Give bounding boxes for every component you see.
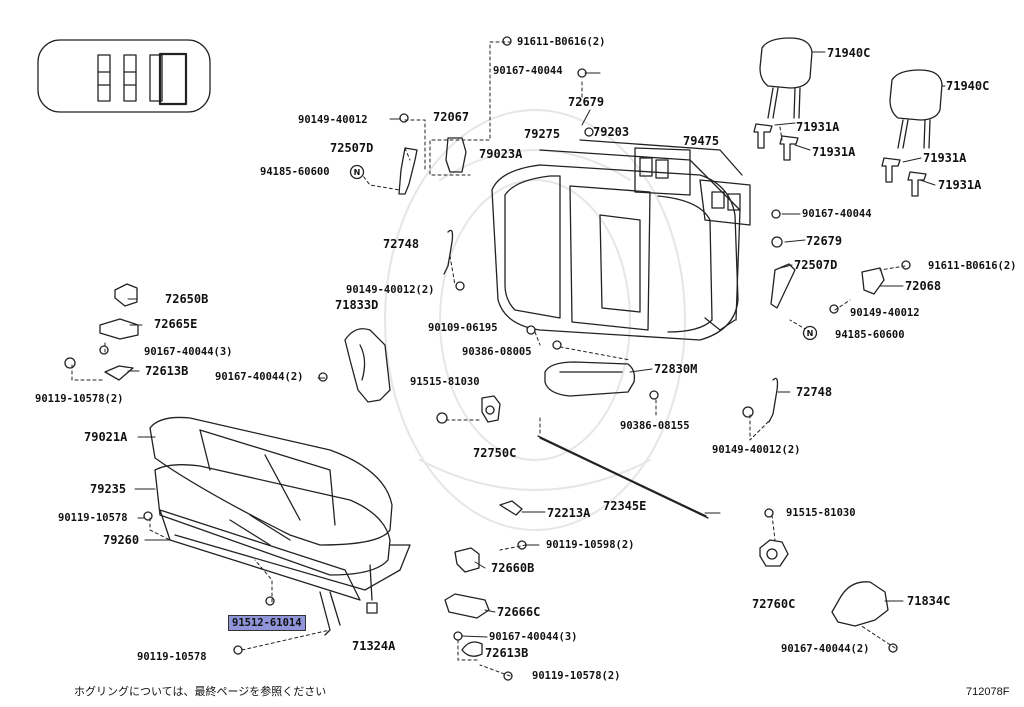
part-label[interactable]: 72679	[806, 234, 843, 248]
part-label[interactable]: 94185-60600	[835, 329, 905, 341]
fasteners	[64, 36, 911, 681]
image-code: 712078F	[966, 686, 1010, 698]
seat-back-assembly	[491, 139, 751, 341]
part-label[interactable]: 90386-08155	[620, 420, 690, 432]
part-label[interactable]: 90149-40012(2)	[346, 284, 435, 296]
part-label[interactable]: 79475	[683, 134, 720, 148]
part-label[interactable]: 72660B	[491, 561, 535, 575]
part-label[interactable]: 72507D	[330, 141, 374, 155]
brackets	[99, 137, 885, 657]
part-label[interactable]: 71931A	[923, 151, 967, 165]
part-label[interactable]: 90149-40012(2)	[712, 444, 801, 456]
part-label[interactable]: 72345E	[603, 499, 647, 513]
n-nut-label-a: N	[354, 168, 361, 177]
part-label[interactable]: 72213A	[547, 506, 591, 520]
part-label[interactable]: 71931A	[796, 120, 840, 134]
part-label[interactable]: 90167-40044(2)	[781, 643, 870, 655]
leader-lines	[127, 51, 946, 638]
part-label[interactable]: 72679	[568, 95, 605, 109]
part-label[interactable]: 91611-B0616(2)	[517, 36, 606, 48]
part-label[interactable]: 91611-B0616(2)	[928, 260, 1017, 272]
part-label[interactable]: 71940C	[827, 46, 871, 60]
part-label[interactable]: 90119-10578(2)	[35, 393, 124, 405]
part-label[interactable]: 72748	[796, 385, 833, 399]
part-label[interactable]: 90109-06195	[428, 322, 498, 334]
part-label[interactable]: 90149-40012	[298, 114, 368, 126]
part-label[interactable]: 79023A	[479, 147, 523, 161]
part-label[interactable]: 72760C	[752, 597, 796, 611]
seat-layout-icon	[37, 39, 211, 113]
part-label[interactable]: 90167-40044	[802, 208, 872, 220]
part-label[interactable]: 90167-40044(3)	[489, 631, 578, 643]
part-label[interactable]: 79275	[524, 127, 561, 141]
part-label[interactable]: 72613B	[485, 646, 529, 660]
part-label[interactable]: 90167-40044(3)	[144, 346, 233, 358]
part-label[interactable]: 94185-60600	[260, 166, 330, 178]
part-label[interactable]: 79260	[103, 533, 140, 547]
n-nut-label-b: N	[807, 329, 814, 338]
part-label[interactable]: 72666C	[497, 605, 541, 619]
footnote: ホグリングについては、最終ページを参照ください	[74, 685, 327, 698]
part-label[interactable]: 90167-40044(2)	[215, 371, 304, 383]
watermark-emblem	[384, 109, 686, 531]
part-label[interactable]: 72068	[905, 279, 942, 293]
part-label[interactable]: 72650B	[165, 292, 209, 306]
armrest	[544, 361, 636, 397]
part-label[interactable]: 71931A	[812, 145, 856, 159]
seat-cushion	[149, 416, 411, 601]
part-label[interactable]: 90119-10598(2)	[546, 539, 635, 551]
part-label[interactable]: 90167-40044	[493, 65, 563, 77]
part-label[interactable]: 90119-10578(2)	[532, 670, 621, 682]
part-label[interactable]: 71940C	[946, 79, 990, 93]
part-label[interactable]: 91515-81030	[410, 376, 480, 388]
headrest-guides	[753, 123, 927, 197]
highlighted-part-label[interactable]: 91512-61014	[228, 615, 306, 631]
part-label[interactable]: 71324A	[352, 639, 396, 653]
part-label[interactable]: 72067	[433, 110, 470, 124]
part-label[interactable]: 90119-10578	[58, 512, 128, 524]
seat-legs	[319, 564, 378, 636]
part-label[interactable]: 79021A	[84, 430, 128, 444]
part-label[interactable]: 72748	[383, 237, 420, 251]
part-label[interactable]: 71833D	[335, 298, 379, 312]
part-label[interactable]: 90119-10578	[137, 651, 207, 663]
n-nut-symbols	[349, 164, 818, 341]
dashed-leaders	[71, 41, 906, 677]
part-label[interactable]: 72830M	[654, 362, 698, 376]
part-label[interactable]: 72507D	[794, 258, 838, 272]
part-label[interactable]: 72665E	[154, 317, 198, 331]
part-label[interactable]: 79203	[593, 125, 630, 139]
headrest-left	[759, 37, 813, 119]
part-label[interactable]: 72750C	[473, 446, 517, 460]
side-cover-left	[344, 328, 391, 403]
part-label[interactable]: 90386-08005	[462, 346, 532, 358]
part-label[interactable]: 90149-40012	[850, 307, 920, 319]
wires	[443, 229, 779, 519]
side-cover-right	[831, 581, 889, 627]
part-label[interactable]: 91515-81030	[786, 507, 856, 519]
part-label[interactable]: 71834C	[907, 594, 951, 608]
headrest-right	[889, 69, 943, 149]
part-label[interactable]: 72613B	[145, 364, 189, 378]
part-label[interactable]: 79235	[90, 482, 127, 496]
part-label[interactable]: 71931A	[938, 178, 982, 192]
